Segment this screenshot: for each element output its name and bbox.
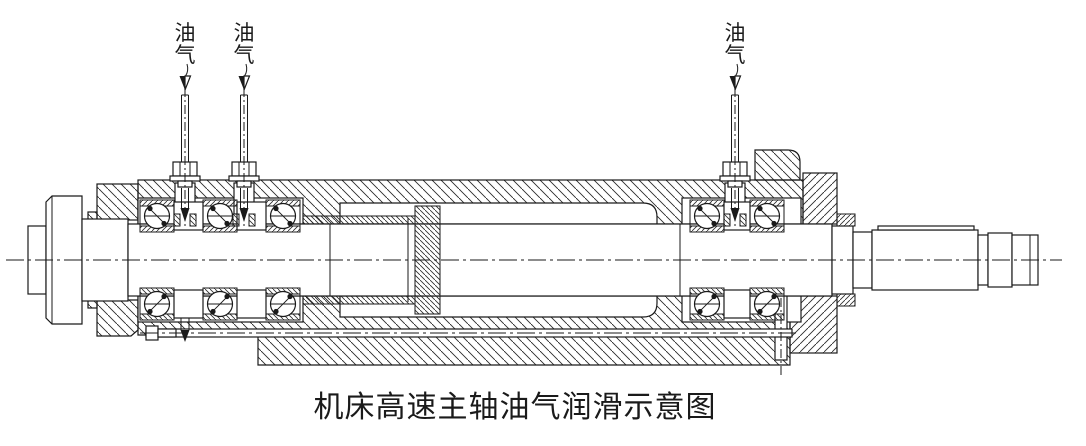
spacer-ring [173,289,204,319]
oil-air-arrow-icon [178,63,192,91]
bearing-icon [749,199,785,233]
oil-air-label-char1: 油 [725,22,746,45]
oil-air-arrow-icon [728,63,742,91]
oil-air-label-3: 油 气 [725,22,746,91]
bearing-icon [202,287,238,321]
bearing-icon [265,287,301,321]
drain-details [140,298,800,378]
figure-caption: 机床高速主轴油气润滑示意图 [314,391,717,424]
rear-raised-block [754,149,801,181]
oil-air-label-char1: 油 [234,22,255,45]
labyrinth-ring-bottom [836,293,856,307]
rear-end-cap-top [802,172,838,225]
oil-air-label-1: 油 气 [175,22,196,91]
bearing-icon [265,199,301,233]
front-cap-top [96,183,139,221]
labyrinth-ring-top [836,213,856,227]
drain-arrow [180,330,190,342]
shaft-sleeve-bottom [302,295,416,305]
oil-air-label-char1: 油 [175,22,196,45]
bearing-icon [139,287,175,321]
bearing-icon [202,199,238,233]
bearing-icon [689,199,725,233]
oil-air-label-char2: 气 [725,44,746,67]
oil-air-label-char2: 气 [234,44,255,67]
shaft-sleeve-top [302,215,416,225]
oil-air-arrow-icon [237,63,251,91]
oil-air-label-2: 油 气 [234,22,255,91]
spacer-ring [723,289,751,319]
bearing-icon [139,199,175,233]
bearing-icon [749,287,785,321]
tail-key-strip [877,225,975,231]
front-cap-bottom [96,299,139,337]
spacer-ring [236,289,267,319]
bearing-icon [689,287,725,321]
oil-air-label-char2: 气 [175,44,196,67]
